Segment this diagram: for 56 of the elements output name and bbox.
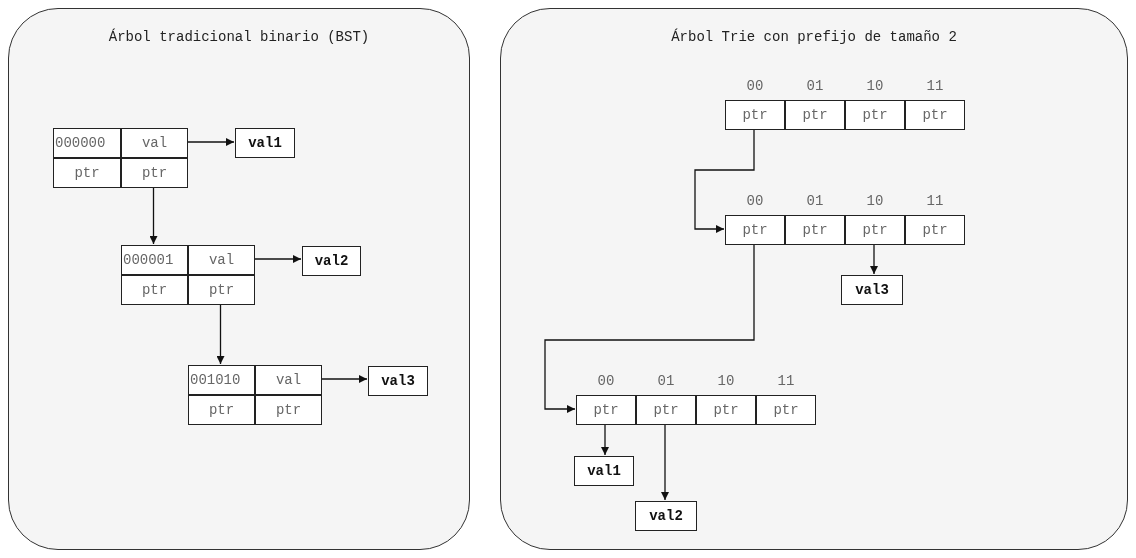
arrow	[870, 243, 878, 275]
panel-background	[500, 8, 1128, 550]
arrow	[149, 186, 158, 245]
table-cell: ptr	[756, 395, 816, 425]
bit-prefix-label: 01	[805, 193, 825, 209]
bit-prefix-label: 00	[596, 373, 616, 389]
table-cell: val	[188, 245, 255, 275]
table-cell: ptr	[725, 215, 785, 245]
value-box: val3	[841, 275, 903, 305]
table-cell: ptr	[905, 215, 965, 245]
table-cell: ptr	[905, 100, 965, 130]
value-box: val2	[302, 246, 361, 276]
bit-prefix-label: 11	[776, 373, 796, 389]
bit-prefix-label: 01	[805, 78, 825, 94]
bit-prefix-label: 00	[745, 193, 765, 209]
table-cell: ptr	[845, 100, 905, 130]
table-cell: ptr	[188, 395, 255, 425]
panel-title: Árbol tradicional binario (BST)	[108, 29, 370, 45]
table-cell: 000000	[53, 128, 121, 158]
value-box: val1	[574, 456, 634, 486]
value-box: val1	[235, 128, 295, 158]
table-cell: ptr	[696, 395, 756, 425]
table-cell: ptr	[121, 158, 188, 188]
arrow	[601, 423, 609, 456]
bit-prefix-label: 01	[656, 373, 676, 389]
table-cell: val	[121, 128, 188, 158]
arrow	[253, 255, 302, 263]
table-cell: ptr	[53, 158, 121, 188]
table-cell: ptr	[121, 275, 188, 305]
bit-prefix-label: 10	[716, 373, 736, 389]
arrow	[694, 128, 755, 233]
arrow	[186, 138, 235, 146]
bit-prefix-label: 11	[925, 78, 945, 94]
bit-prefix-label: 00	[745, 78, 765, 94]
table-cell: 000001	[121, 245, 188, 275]
table-cell: ptr	[785, 100, 845, 130]
value-box: val2	[635, 501, 697, 531]
value-box: val3	[368, 366, 428, 396]
panel-background	[8, 8, 470, 550]
table-cell: ptr	[845, 215, 905, 245]
bit-prefix-label: 10	[865, 78, 885, 94]
table-cell: ptr	[188, 275, 255, 305]
panel-title: Árbol Trie con prefijo de tamaño 2	[671, 29, 957, 45]
table-cell: ptr	[636, 395, 696, 425]
table-cell: 001010	[188, 365, 255, 395]
bit-prefix-label: 11	[925, 193, 945, 209]
arrow	[544, 243, 755, 413]
table-cell: ptr	[576, 395, 636, 425]
table-cell: ptr	[785, 215, 845, 245]
arrow	[661, 423, 669, 501]
table-cell: val	[255, 365, 322, 395]
table-cell: ptr	[725, 100, 785, 130]
arrow	[216, 303, 225, 365]
arrow	[320, 375, 368, 383]
table-cell: ptr	[255, 395, 322, 425]
bit-prefix-label: 10	[865, 193, 885, 209]
